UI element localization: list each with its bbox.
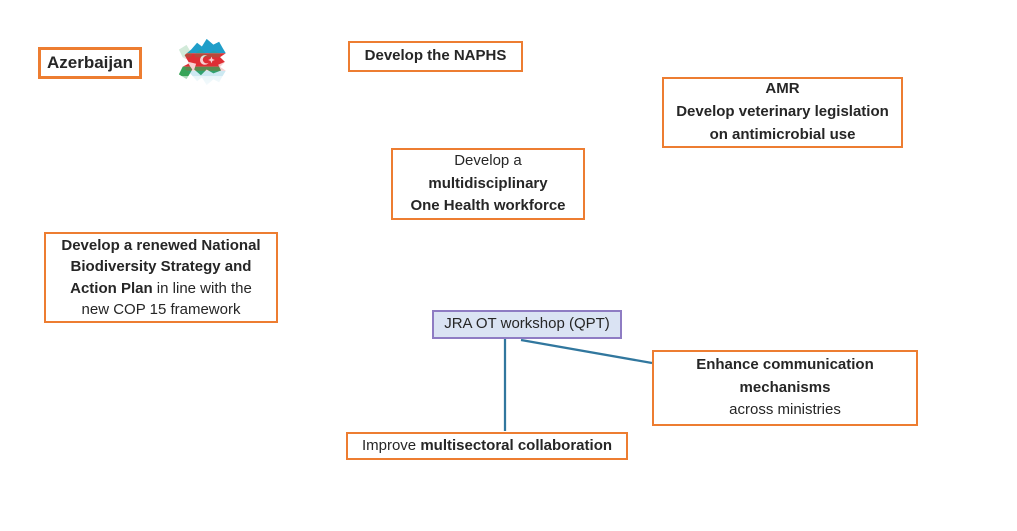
text-line: Improve multisectoral collaboration	[362, 435, 612, 458]
text-line: Azerbaijan	[47, 50, 133, 76]
text-line: across ministries	[729, 399, 841, 422]
text-line: Action Plan in line with the	[70, 278, 252, 299]
text-line: multidisciplinary	[428, 173, 547, 196]
node-enhance-communication: Enhance communication mechanisms across mi…	[652, 350, 918, 426]
text-line: Develop veterinary legislation	[676, 101, 889, 124]
text-segment: Develop veterinary legislation	[676, 103, 889, 121]
azerbaijan-map-flag-icon	[170, 36, 228, 98]
text-line: Develop a	[454, 150, 522, 173]
text-segment: Develop a renewed National	[61, 236, 261, 254]
node-improve-multisectoral-collaboration: Improve multisectoral collaboration	[346, 432, 628, 460]
text-segment: Biodiversity Strategy and	[70, 258, 252, 276]
text-segment: Action Plan	[70, 279, 153, 297]
text-segment: JRA OT workshop (QPT)	[444, 315, 610, 333]
text-segment: Improve	[361, 436, 421, 454]
text-line: Develop a renewed National	[61, 235, 260, 256]
node-amr-veterinary-legislation: AMR Develop veterinary legislation on anti…	[662, 77, 903, 148]
text-segment: Enhance communication	[696, 355, 874, 373]
text-segment: across ministries	[729, 401, 841, 419]
text-line: AMR	[765, 78, 799, 101]
text-line: Develop the NAPHS	[365, 45, 507, 68]
text-segment: mechanisms	[739, 378, 831, 396]
text-segment: One Health workforce	[410, 197, 566, 215]
text-line: One Health workforce	[410, 195, 565, 218]
connector-jra-to-enhance-line	[520, 338, 653, 365]
text-line: Biodiversity Strategy and	[71, 256, 252, 277]
node-jra-ot-workshop: JRA OT workshop (QPT)	[432, 310, 622, 339]
text-line: Enhance communication	[696, 354, 874, 377]
text-segment: multidisciplinary	[428, 174, 548, 192]
node-develop-naphs: Develop the NAPHS	[348, 41, 523, 72]
text-line: new COP 15 framework	[82, 299, 241, 320]
country-label-box: Azerbaijan	[38, 47, 142, 79]
text-line: JRA OT workshop (QPT)	[444, 313, 610, 336]
text-segment: Develop the NAPHS	[364, 47, 507, 65]
text-segment: new COP 15 framework	[81, 300, 241, 318]
text-segment: AMR	[765, 80, 800, 98]
flag-reflection-fade	[170, 76, 228, 98]
text-segment: Azerbaijan	[47, 53, 133, 73]
text-segment: on antimicrobial use	[709, 125, 856, 143]
text-segment: multisectoral collaboration	[420, 436, 613, 454]
text-segment: Develop a	[454, 151, 522, 169]
text-segment: in line with the	[152, 279, 252, 297]
text-line: on antimicrobial use	[710, 124, 856, 147]
text-line: mechanisms	[740, 377, 831, 400]
